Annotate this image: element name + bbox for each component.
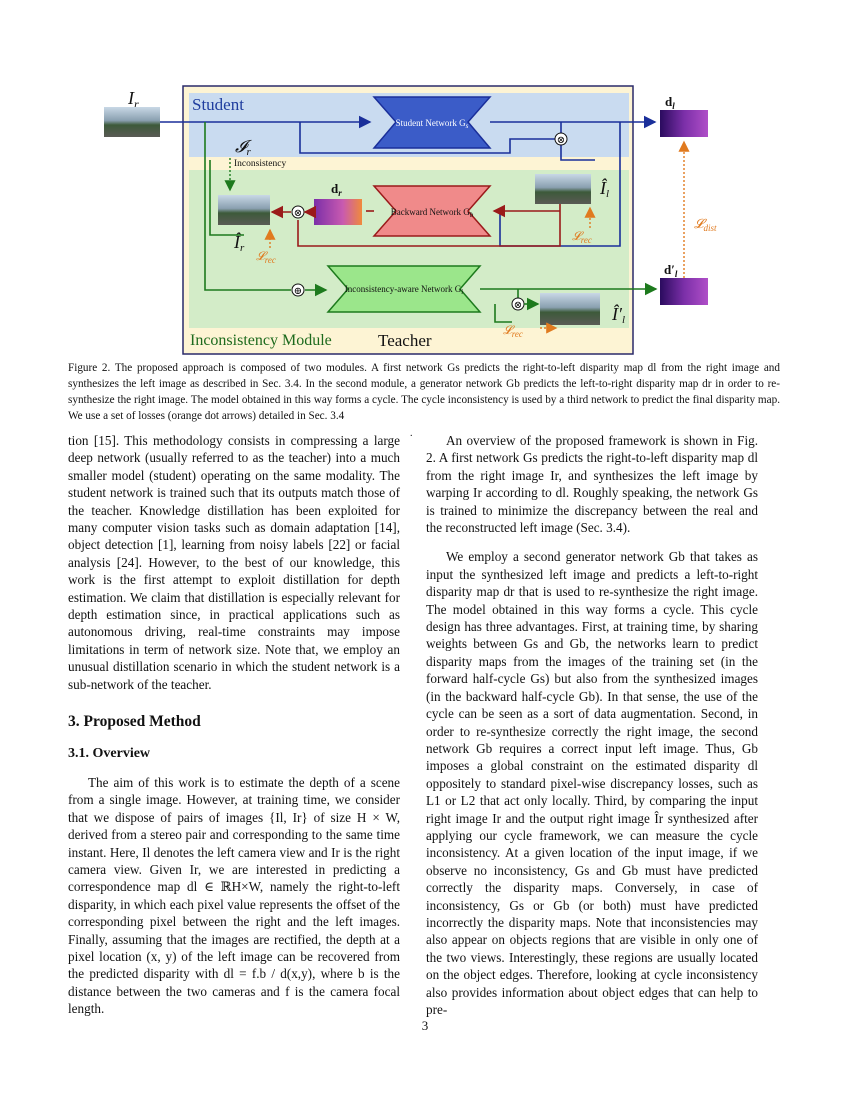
right-paragraph-2: We employ a second generator network Gb … — [426, 549, 758, 1017]
student-label: Student — [192, 95, 244, 114]
stray-dot: . — [410, 428, 413, 439]
dl-prime-label: d′l — [664, 262, 678, 279]
svg-text:⊗: ⊗ — [557, 135, 565, 146]
multiply-node-student — [554, 132, 568, 146]
svg-text:⊗: ⊗ — [514, 300, 522, 311]
dr-map — [314, 199, 362, 225]
backward-network — [372, 185, 492, 237]
page-number: 3 — [421, 1018, 429, 1033]
subsection-title: 3.1. Overview — [68, 745, 151, 761]
il-hat-prime-label: Î′l — [611, 303, 625, 326]
inconsistency-network — [326, 265, 482, 313]
inconsistency-label: Inconsistency — [234, 159, 286, 169]
svg-text:⊕: ⊕ — [294, 286, 302, 297]
left-column: tion [15]. This methodology consists in … — [68, 432, 400, 1018]
right-column: An overview of the proposed framework is… — [426, 432, 758, 1018]
backward-network-label: Backward Network Gb — [391, 207, 474, 219]
dl-prime-map — [660, 278, 708, 305]
input-image — [104, 107, 160, 137]
output-dl-map — [660, 110, 708, 137]
final-il-image — [540, 293, 600, 325]
output-dl-label: dl — [665, 94, 675, 111]
add-node — [291, 283, 305, 297]
il-hat-label: Îl — [599, 177, 609, 200]
section-title: 3. Proposed Method — [68, 713, 201, 731]
ldist-label: 𝓛dist — [694, 216, 717, 233]
student-network — [372, 96, 492, 149]
svg-text:⊗: ⊗ — [294, 208, 302, 219]
student-network-label: Student Network Gs — [396, 118, 469, 130]
teacher-label-box — [374, 330, 446, 352]
right-paragraph-1: An overview of the proposed framework is… — [426, 433, 758, 536]
figure-caption: Figure 2. The proposed approach is compo… — [68, 362, 780, 422]
teacher-label: Teacher — [378, 331, 432, 350]
inconsistency-network-label: Inconsistency-aware Network Gi — [345, 284, 463, 296]
dr-label: dr — [331, 181, 342, 198]
reconstructed-ir-image — [218, 195, 270, 225]
left-paragraph-1: tion [15]. This methodology consists in … — [68, 433, 400, 692]
module-label: Inconsistency Module — [190, 332, 332, 349]
synthesized-il-image — [535, 174, 591, 204]
figure-diagram: Student Inconsistency Module Teacher Ir … — [104, 85, 717, 355]
left-paragraph-2: The aim of this work is to estimate the … — [68, 774, 400, 1017]
